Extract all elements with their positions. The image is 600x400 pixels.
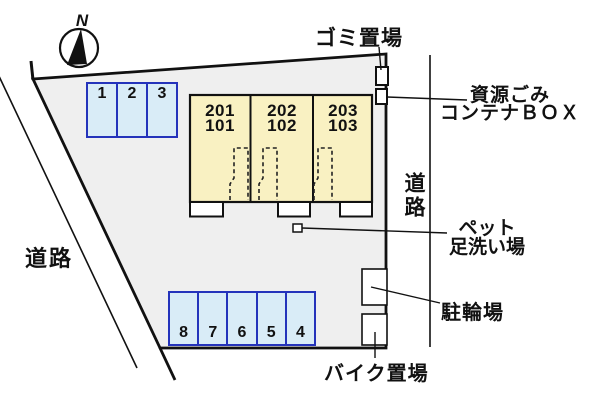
garbage-area-box (375, 66, 389, 86)
bicycle-parking-label: 駐輪場 (441, 302, 504, 324)
stair-outline-3 (313, 147, 333, 200)
road-label-right: 道路 (402, 172, 425, 220)
motorcycle-parking-label: バイク置場 (324, 363, 429, 385)
parking-row-top: 1 2 3 (86, 82, 178, 138)
leader-line-bicycle (370, 286, 441, 304)
parking-space: 8 (179, 324, 189, 341)
unit-label-201-101: 201 101 (185, 101, 255, 135)
parking-space: 2 (116, 84, 146, 136)
recycle-container-box (375, 88, 388, 105)
site-boundary-extension (158, 347, 177, 381)
leader-line-recycle (386, 96, 468, 101)
unit-label-202-102: 202 102 (247, 101, 317, 135)
unit-lower-number: 103 (328, 116, 358, 135)
unit-upper-number: 203 (328, 101, 358, 120)
garbage-area-label: ゴミ置場 (315, 27, 403, 50)
unit-upper-number: 202 (267, 101, 297, 120)
stair-outline-2 (258, 147, 278, 200)
pet-wash-label-line2: 足洗い場 (448, 237, 525, 258)
parking-space: 6 (226, 293, 255, 344)
pet-wash-label-line1: ペット (458, 218, 516, 239)
road-label-left: 道路 (25, 246, 74, 271)
bicycle-parking-box (361, 268, 388, 306)
leader-line-garbage (378, 46, 382, 71)
pet-wash-label: ペット 足洗い場 (426, 219, 548, 257)
road-line-left (0, 76, 138, 369)
leader-line-pet-wash (301, 227, 448, 234)
compass-needle-icon (67, 29, 87, 65)
pet-wash-box (292, 223, 303, 233)
unit-upper-number: 201 (205, 101, 235, 120)
recycle-label-line2: コンテナＢＯＸ (439, 103, 580, 124)
parking-row-bottom: 8 7 6 5 4 (168, 291, 316, 346)
parking-space: 4 (284, 293, 314, 344)
parking-space: 5 (255, 293, 285, 344)
parking-space: 3 (146, 84, 176, 136)
parking-space: 7 (197, 293, 226, 344)
porch-1 (189, 201, 224, 218)
unit-lower-number: 102 (267, 116, 297, 135)
porch-3 (339, 201, 373, 218)
site-boundary-corner (29, 60, 35, 81)
recycle-container-label: 資源ごみ コンテナＢＯＸ (428, 85, 592, 124)
unit-label-203-103: 203 103 (308, 101, 378, 135)
parking-space: 1 (97, 85, 107, 102)
recycle-label-line1: 資源ごみ (469, 85, 550, 106)
north-label: N (75, 11, 89, 30)
unit-lower-number: 101 (205, 116, 235, 135)
building-outline (188, 93, 374, 204)
stair-outline-1 (229, 147, 249, 200)
porch-2 (277, 201, 311, 218)
